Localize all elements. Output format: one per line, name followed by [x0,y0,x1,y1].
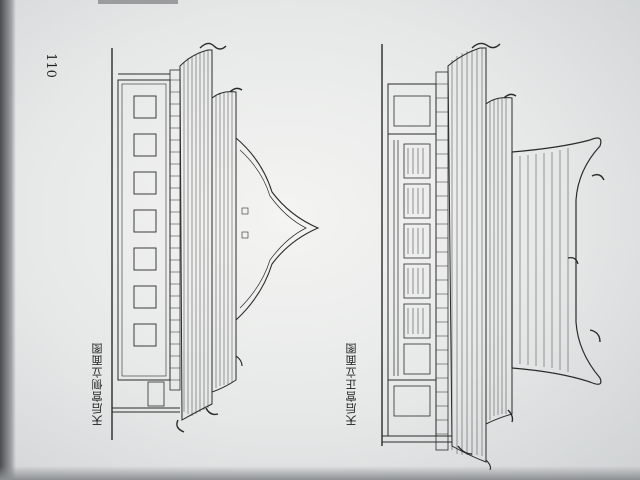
door-leaves [403,143,431,375]
side-elevation-caption: 天后宫侧立面图 [91,342,104,426]
page-bottom-shadow [0,466,640,480]
top-edge-stitch [98,0,178,4]
front-elevation-drawing [381,42,605,471]
binding-shadow [0,0,16,480]
wall-window-panels [133,95,157,347]
front-elevation-caption: 天后宫正立面图 [345,342,358,426]
side-elevation-drawing [111,42,320,440]
